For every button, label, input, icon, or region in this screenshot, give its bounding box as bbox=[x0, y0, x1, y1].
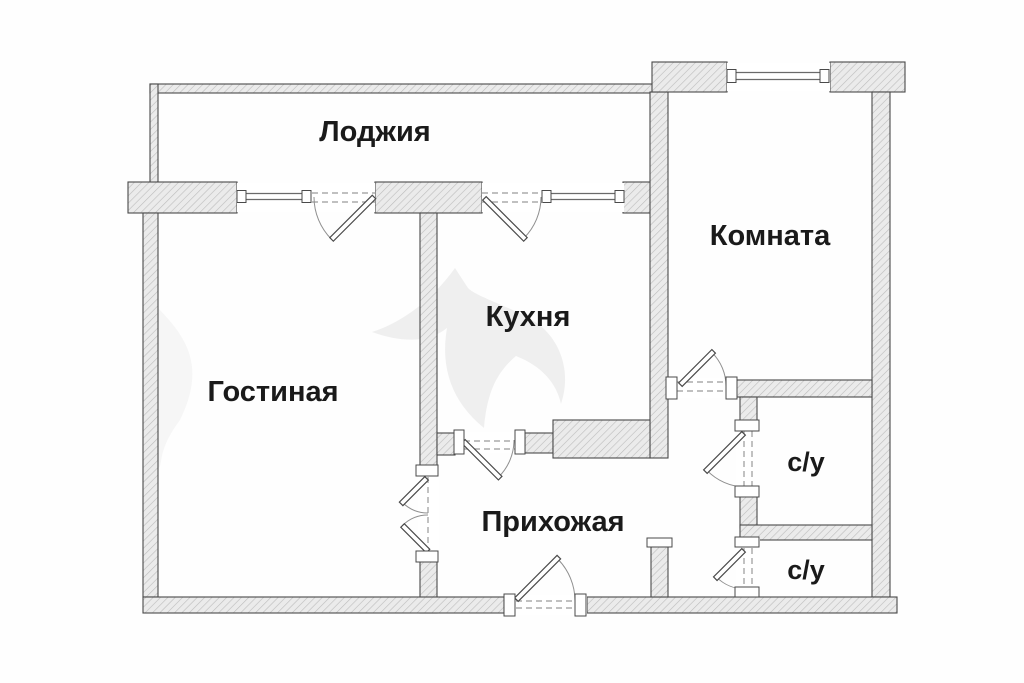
wall-room-top-right bbox=[829, 61, 906, 93]
door-jamb bbox=[415, 464, 439, 477]
wall-entry-stub bbox=[650, 545, 669, 598]
door-opening bbox=[312, 192, 375, 203]
door-living-balcony bbox=[312, 192, 377, 243]
door-jamb bbox=[734, 586, 760, 598]
door-opening bbox=[677, 381, 727, 392]
doors bbox=[312, 192, 760, 617]
room-labels: Лоджия Комната Кухня Гостиная Прихожая с… bbox=[207, 116, 831, 585]
door-kitchen-balcony bbox=[481, 192, 543, 243]
walls bbox=[127, 61, 906, 614]
window-kitchen-loggia bbox=[541, 190, 625, 203]
door-jamb bbox=[415, 550, 439, 563]
wall-room-top-left bbox=[651, 61, 728, 93]
door-swing-arc bbox=[523, 196, 542, 239]
door-room bbox=[665, 348, 738, 400]
door-jamb bbox=[453, 429, 465, 455]
door-jamb bbox=[734, 419, 760, 432]
wall-balcony-pier-left bbox=[127, 181, 238, 214]
door-swing-arc bbox=[557, 558, 576, 602]
door-jamb bbox=[734, 485, 760, 498]
wall-loggia-left bbox=[149, 83, 159, 184]
door-jamb bbox=[574, 593, 587, 617]
window-living-loggia bbox=[236, 190, 312, 203]
wall-wc-left-mid bbox=[739, 495, 758, 529]
door-opening bbox=[464, 440, 515, 450]
wall-living-kitchen-upper bbox=[419, 212, 438, 467]
door-jamb bbox=[514, 429, 526, 455]
door-kitchen bbox=[453, 429, 526, 481]
door-jamb bbox=[503, 593, 516, 617]
room-label-wc-lower: с/у bbox=[787, 555, 825, 585]
wall-kitchen-bottom-mid bbox=[524, 432, 554, 454]
door-jamb bbox=[734, 536, 760, 548]
door-living-double bbox=[398, 464, 439, 563]
door-entrance bbox=[503, 554, 587, 617]
door-jamb bbox=[665, 376, 678, 400]
window-room bbox=[726, 69, 830, 83]
room-label-wc-upper: с/у bbox=[787, 447, 825, 477]
door-leaf bbox=[702, 430, 747, 475]
door-leaf bbox=[712, 547, 747, 582]
wall-outer-right bbox=[871, 91, 891, 598]
wall-wc-left-upper bbox=[739, 396, 758, 422]
door-leaf bbox=[677, 348, 717, 388]
wall-balcony-pier-mid bbox=[374, 181, 483, 214]
wall-bottom-right bbox=[586, 596, 898, 614]
room-label-hallway: Прихожая bbox=[481, 506, 624, 538]
wall-kitchen-bottom-left bbox=[436, 432, 456, 456]
wall-loggia-top bbox=[149, 83, 656, 94]
door-opening bbox=[743, 548, 753, 587]
wall-room-bottom bbox=[726, 379, 873, 398]
room-label-room: Комната bbox=[710, 220, 831, 252]
wall-kitchen-bottom-right bbox=[552, 419, 651, 459]
door-bathroom-lower bbox=[712, 536, 760, 598]
wall-balcony-pier-right bbox=[622, 181, 653, 214]
wall-wc-divider bbox=[739, 524, 873, 541]
door-leaf bbox=[328, 194, 377, 243]
door-opening bbox=[516, 600, 576, 609]
door-leaf bbox=[513, 554, 562, 603]
door-jamb bbox=[725, 376, 738, 400]
room-label-living: Гостиная bbox=[207, 376, 338, 408]
door-swing-arc bbox=[313, 196, 332, 240]
wall-bottom-left bbox=[142, 596, 505, 614]
room-label-kitchen: Кухня bbox=[486, 301, 571, 333]
wall-stub-cap bbox=[646, 537, 673, 548]
room-label-loggia: Лоджия bbox=[319, 116, 430, 148]
door-leaf bbox=[398, 475, 430, 507]
door-bathroom-upper bbox=[702, 419, 760, 498]
wall-living-left bbox=[142, 212, 159, 598]
door-leaf bbox=[481, 195, 529, 243]
wall-kitchen-room-divider bbox=[649, 91, 669, 459]
door-opening bbox=[743, 431, 753, 486]
windows bbox=[236, 69, 830, 203]
